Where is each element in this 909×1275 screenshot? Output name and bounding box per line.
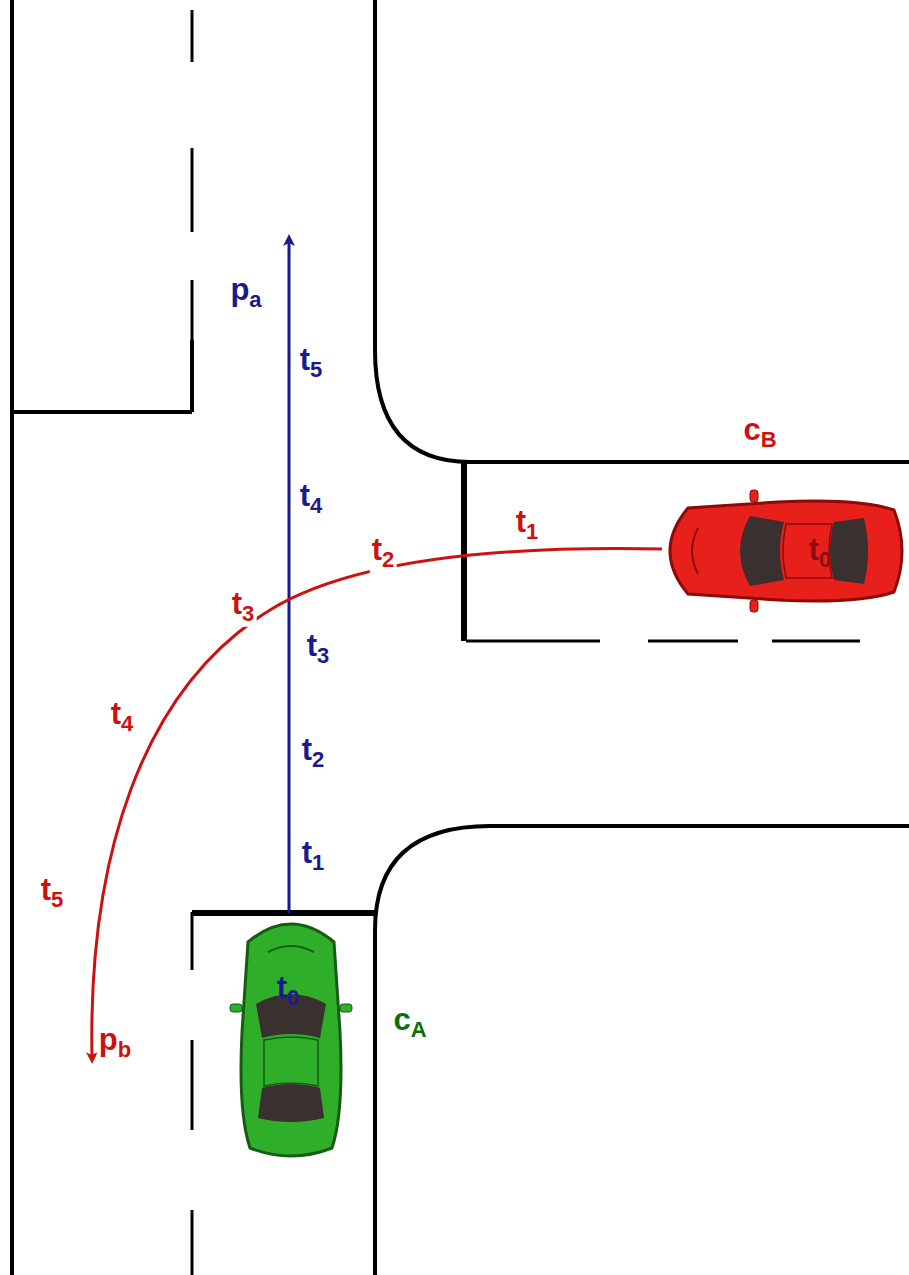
path-label: t3 — [230, 585, 257, 627]
path-label: cA — [391, 1001, 428, 1043]
path-label: t2 — [300, 731, 327, 773]
path-label: pb — [97, 1021, 133, 1063]
path-b — [92, 548, 662, 1058]
car-drawing — [228, 912, 354, 1162]
path-label: t2 — [370, 531, 397, 573]
path-label: pa — [228, 271, 263, 313]
stop-lines — [192, 462, 464, 913]
path-label: t1 — [300, 834, 327, 876]
time-label: t0 — [809, 531, 832, 573]
lane-dashes — [192, 10, 860, 1275]
car: t0 — [658, 488, 906, 614]
path-label: cB — [741, 411, 778, 453]
time-label: t0 — [277, 969, 300, 1011]
path-label: t4 — [298, 477, 325, 519]
path-label: t3 — [305, 627, 332, 669]
car: t0 — [228, 912, 354, 1162]
path-a — [288, 240, 291, 913]
road-edges — [12, 0, 909, 1275]
path-label: t5 — [39, 871, 66, 913]
path-label: t4 — [109, 695, 136, 737]
car-drawing — [658, 488, 906, 614]
path-label: t5 — [298, 341, 325, 383]
path-label: t1 — [514, 503, 541, 545]
